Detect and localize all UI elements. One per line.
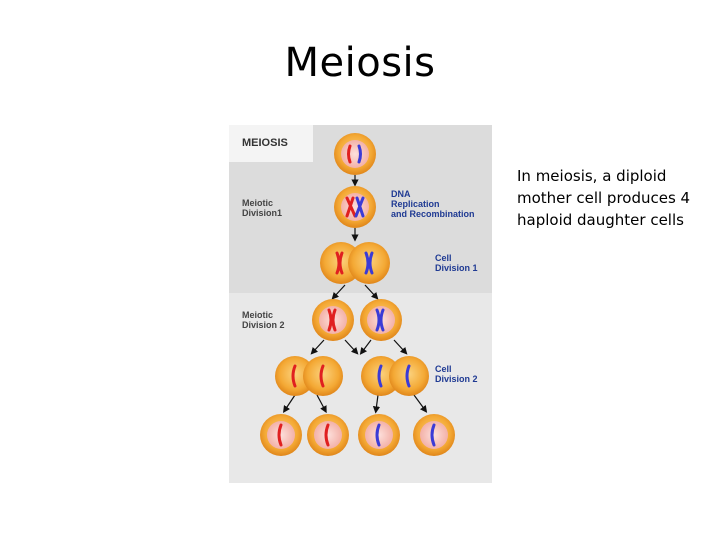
arrows (283, 175, 428, 414)
haploid-cell-3 (358, 414, 400, 456)
daughter-cell-red (312, 299, 354, 341)
diagram-header: MEIOSIS (242, 137, 288, 149)
slide-title: Meiosis (284, 40, 436, 86)
label-dna-replication: DNA Replication and Recombination (391, 189, 475, 219)
replicated-cell (334, 186, 376, 228)
dividing-cell-2b (361, 356, 429, 396)
label-cell-division-1: Cell Division 1 (435, 253, 478, 273)
label-meiotic-division-1: Meiotic Division1 (242, 198, 283, 218)
label-cell-division-2: Cell Division 2 (435, 364, 478, 384)
haploid-cell-1 (260, 414, 302, 456)
haploid-cell-4 (413, 414, 455, 456)
meiosis-diagram: MEIOSIS (229, 125, 492, 483)
haploid-cell-2 (307, 414, 349, 456)
daughter-cell-blue (360, 299, 402, 341)
slide-description: In meiosis, a diploid mother cell produc… (517, 167, 691, 229)
label-meiotic-division-2: Meiotic Division 2 (242, 310, 285, 330)
meiosis-illustration (260, 133, 455, 456)
mother-cell (334, 133, 376, 175)
dividing-cell-2a (275, 356, 343, 396)
diagram-header-box (229, 125, 313, 162)
dividing-cell-1 (320, 242, 390, 284)
